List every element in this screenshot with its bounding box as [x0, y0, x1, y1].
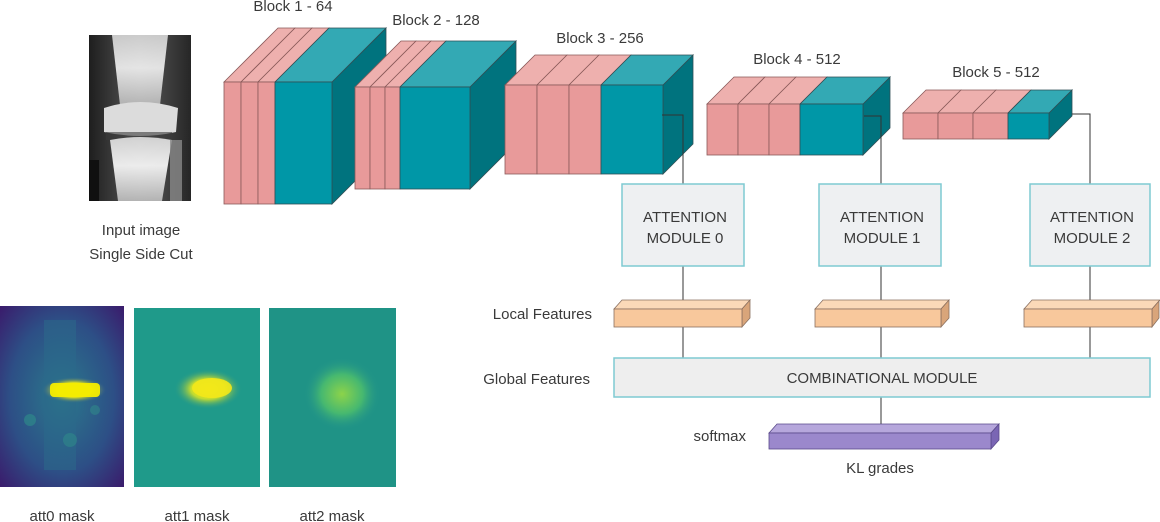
attention-module-1: ATTENTION MODULE 1	[818, 183, 942, 267]
att0-mask-label: att0 mask	[29, 508, 95, 522]
attention-module-0-line2: MODULE 0	[647, 230, 724, 247]
att1-mask-image	[134, 308, 260, 487]
conv-block-2-teal-face	[399, 86, 471, 190]
conv-block-1-slice-2	[257, 81, 276, 205]
conv-block-3-slice-1	[536, 84, 570, 175]
attention-module-2-line2: MODULE 2	[1054, 230, 1131, 247]
att0-mask-image	[0, 306, 124, 487]
connector-block3-att0	[662, 114, 684, 184]
attention-module-2: ATTENTION MODULE 2	[1029, 183, 1151, 267]
attention-module-1-line2: MODULE 1	[844, 230, 921, 247]
block-2-label: Block 2 - 128	[392, 12, 480, 29]
conv-block-4-slice-0	[706, 103, 739, 156]
connector-block4-att1	[864, 115, 882, 184]
block-1-label: Block 1 - 64	[253, 0, 332, 15]
conv-block-2-slice-2	[384, 86, 401, 190]
conv-block-3-teal-face	[600, 84, 664, 175]
local-features-label: Local Features	[493, 306, 592, 323]
combinational-module-box	[613, 357, 1151, 398]
conv-block-5-teal-face	[1007, 112, 1050, 140]
att2-mask-image	[269, 308, 396, 487]
combinational-module-label: COMBINATIONAL MODULE	[787, 370, 978, 387]
conv-block-2: Block 2 - 128	[354, 12, 517, 190]
block-4-label: Block 4 - 512	[753, 51, 841, 68]
softmax-bar	[768, 422, 1000, 451]
conv-block-5-slice-2	[972, 112, 1009, 140]
conv-block-5-slice-1	[937, 112, 974, 140]
local-feature-bar-1	[814, 298, 950, 329]
local-feature-bar-0	[613, 298, 751, 329]
input-xray-image	[89, 35, 191, 201]
conv-block-1-teal-face	[274, 81, 333, 205]
conv-block-2-slice-1	[369, 86, 386, 190]
attention-module-2-line1: ATTENTION	[1050, 209, 1134, 226]
conv-block-5: Block 5 - 512	[902, 64, 1073, 140]
conv-block-3: Block 3 - 256	[504, 30, 694, 175]
connectors	[662, 113, 1091, 424]
conv-block-4-slice-1	[737, 103, 770, 156]
global-features-label: Global Features	[483, 371, 590, 388]
local-feature-bar-2	[1023, 299, 1160, 329]
att1-mask-label: att1 mask	[164, 508, 230, 522]
kl-grades-label: KL grades	[846, 460, 914, 477]
conv-block-2-slice-0	[354, 86, 371, 190]
conv-block-4-teal-face	[799, 103, 864, 156]
input-caption-line1: Input image	[102, 222, 180, 239]
conv-block-1-slice-0	[223, 81, 242, 205]
attention-module-1-line1: ATTENTION	[840, 209, 924, 226]
conv-block-5-slice-0	[902, 112, 939, 140]
connector-block5-att2	[1072, 113, 1091, 184]
conv-block-1-slice-1	[240, 81, 259, 205]
conv-block-3-slice-2	[568, 84, 602, 175]
conv-block-4: Block 4 - 512	[706, 51, 891, 156]
softmax-label: softmax	[693, 428, 746, 445]
block-5-label: Block 5 - 512	[952, 64, 1040, 81]
input-caption-line2: Single Side Cut	[89, 246, 193, 263]
attention-module-0-line1: ATTENTION	[643, 209, 727, 226]
conv-block-3-slice-0	[504, 84, 538, 175]
conv-block-4-slice-2	[768, 103, 801, 156]
attention-module-0: ATTENTION MODULE 0	[621, 183, 745, 267]
block-3-label: Block 3 - 256	[556, 30, 644, 47]
att2-mask-label: att2 mask	[299, 508, 365, 522]
